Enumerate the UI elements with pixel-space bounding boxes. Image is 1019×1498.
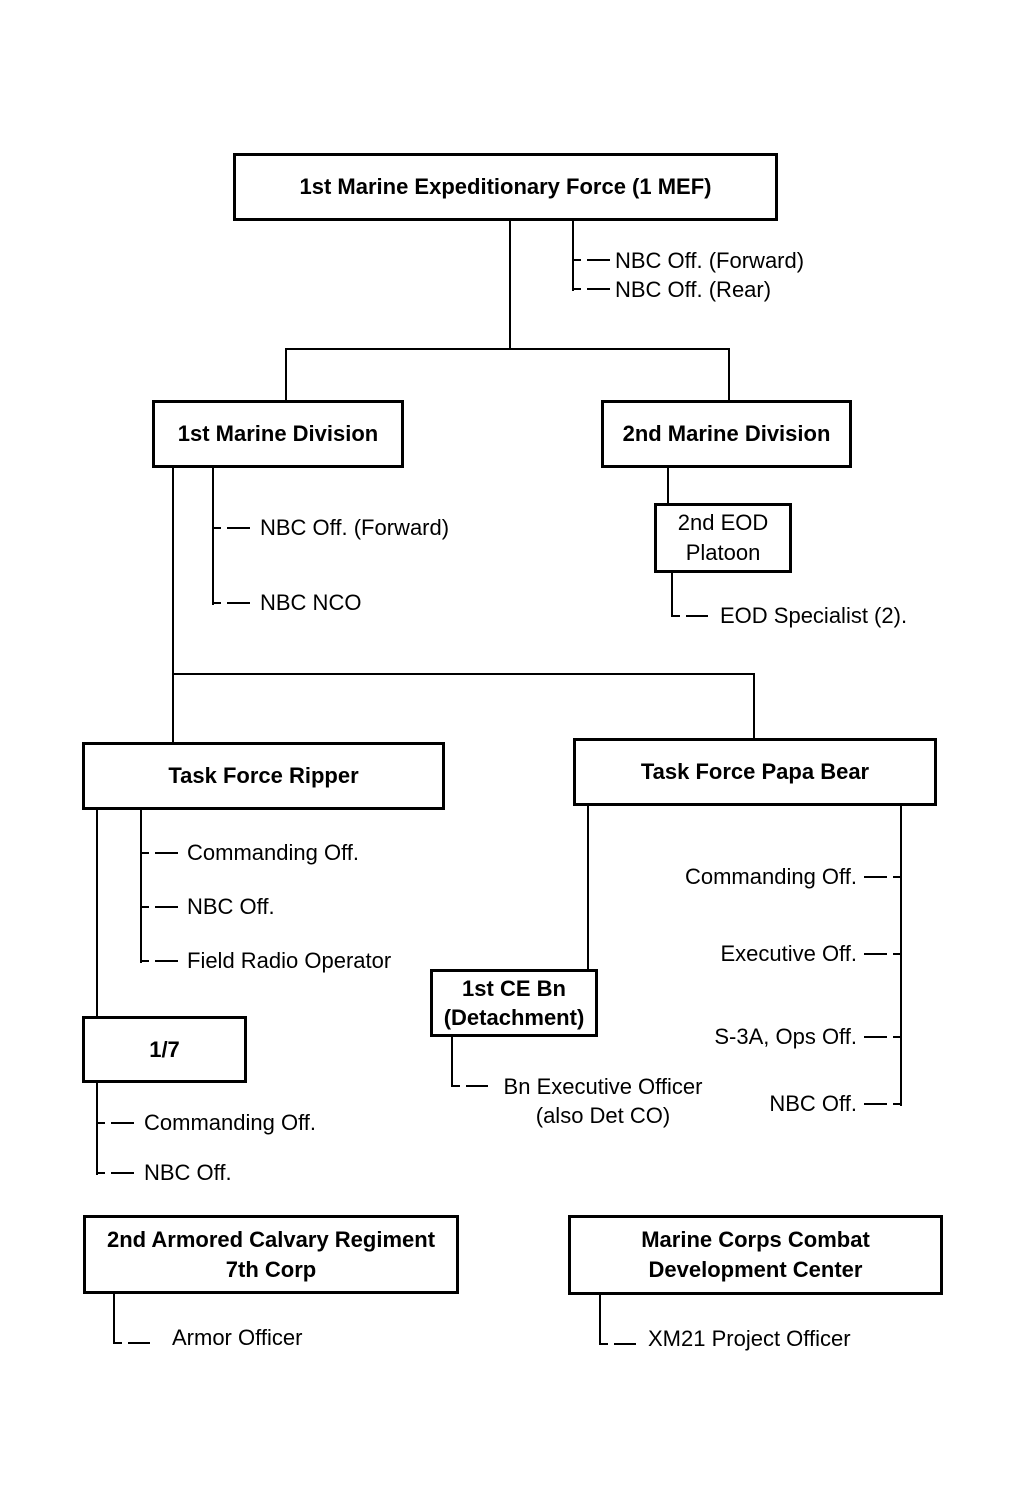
tick-papa-commanding xyxy=(864,876,901,878)
node-2nd-eod-platoon: 2nd EOD Platoon xyxy=(654,503,792,573)
tick-papa-s3a xyxy=(864,1036,901,1038)
label-div1-nbc-forward: NBC Off. (Forward) xyxy=(260,515,450,540)
tick-papa-executive xyxy=(864,953,901,955)
node-1st-ce-bn-line2: (Detachment) xyxy=(443,1005,585,1030)
tick-papa-nbc xyxy=(864,1103,901,1105)
node-task-force-papa-bear-label: Task Force Papa Bear xyxy=(640,759,870,784)
connector-div2-to-eod xyxy=(667,468,669,505)
tick-mef-nbc-rear xyxy=(573,288,610,290)
node-acr-line2: 7th Corp xyxy=(225,1256,317,1282)
connector-split-to-div1 xyxy=(285,348,287,402)
connector-split-to-papa xyxy=(753,673,755,740)
connector-split-to-div2 xyxy=(728,348,730,402)
tick-cebn-executive xyxy=(452,1085,488,1087)
tick-acr-armor xyxy=(114,1342,150,1344)
node-2nd-marine-division: 2nd Marine Division xyxy=(601,400,852,468)
connector-mef-nbc-stub xyxy=(572,221,574,291)
node-1st-marine-division: 1st Marine Division xyxy=(152,400,404,468)
label-ripper-nbc: NBC Off. xyxy=(187,894,275,919)
label-papa-commanding: Commanding Off. xyxy=(684,864,857,889)
node-2nd-eod-platoon-line1: 2nd EOD xyxy=(677,510,769,535)
connector-acr-stub xyxy=(113,1294,115,1344)
connector-17-staff-stub xyxy=(96,1083,98,1175)
node-mccdc-line2: Development Center xyxy=(648,1257,863,1282)
label-papa-s3a: S-3A, Ops Off. xyxy=(714,1024,857,1049)
node-1st-ce-bn: 1st CE Bn (Detachment) xyxy=(430,969,598,1037)
label-17-nbc: NBC Off. xyxy=(144,1160,232,1185)
label-papa-nbc: NBC Off. xyxy=(769,1091,857,1116)
tick-ripper-nbc xyxy=(141,906,178,908)
label-17-commanding: Commanding Off. xyxy=(144,1110,317,1135)
tick-17-nbc xyxy=(97,1172,134,1174)
label-mef-nbc-rear: NBC Off. (Rear) xyxy=(615,277,772,302)
label-cebn-executive-line1: Bn Executive Officer xyxy=(503,1074,703,1099)
node-1st-mef-label: 1st Marine Expeditionary Force (1 MEF) xyxy=(299,174,712,199)
node-1-7-label: 1/7 xyxy=(149,1036,180,1062)
connector-div1-to-taskforces xyxy=(172,468,174,744)
node-2nd-marine-division-label: 2nd Marine Division xyxy=(622,421,831,446)
label-cebn-executive-line2: (also Det CO) xyxy=(535,1103,671,1128)
tick-17-commanding xyxy=(97,1122,134,1124)
node-1st-ce-bn-line1: 1st CE Bn xyxy=(462,976,566,1001)
node-1st-marine-division-label: 1st Marine Division xyxy=(177,421,379,446)
connector-papa-to-cebn xyxy=(587,806,589,969)
connector-mccdc-stub xyxy=(599,1295,601,1345)
connector-eod-stub xyxy=(671,572,673,617)
connector-cebn-stub xyxy=(451,1037,453,1087)
connector-papa-staff-stub xyxy=(900,806,902,1106)
node-mccdc-line1: Marine Corps Combat xyxy=(641,1227,870,1252)
node-task-force-ripper-label: Task Force Ripper xyxy=(168,763,359,788)
node-task-force-papa-bear: Task Force Papa Bear xyxy=(573,738,937,806)
label-eod-specialist: EOD Specialist (2). xyxy=(720,603,908,628)
connector-ripper-staff-stub xyxy=(140,810,142,963)
node-2nd-armored-calvary-regiment: 2nd Armored Calvary Regiment 7th Corp xyxy=(83,1215,459,1294)
connector-div1-nbc-stub xyxy=(212,468,214,605)
label-ripper-field-radio: Field Radio Operator xyxy=(187,948,392,973)
connector-mef-main xyxy=(509,221,511,350)
label-div1-nbc-nco: NBC NCO xyxy=(260,590,362,615)
node-2nd-eod-platoon-line2: Platoon xyxy=(685,540,761,565)
label-acr-armor-officer: Armor Officer xyxy=(172,1325,303,1350)
node-marine-corps-combat-development-center: Marine Corps Combat Development Center xyxy=(568,1215,943,1295)
node-1-7: 1/7 xyxy=(82,1016,247,1083)
tick-eod-specialist xyxy=(672,615,708,617)
tick-ripper-field-radio xyxy=(141,960,178,962)
node-acr-line1: 2nd Armored Calvary Regiment xyxy=(106,1226,436,1252)
tick-div1-nbc-forward xyxy=(213,527,250,529)
node-task-force-ripper: Task Force Ripper xyxy=(82,742,445,810)
tick-ripper-commanding xyxy=(141,852,178,854)
label-ripper-commanding: Commanding Off. xyxy=(187,840,360,865)
label-papa-executive: Executive Off. xyxy=(720,941,857,966)
connector-taskforce-split xyxy=(172,673,755,675)
tick-mef-nbc-forward xyxy=(573,259,610,261)
label-cebn-executive: Bn Executive Officer (also Det CO) xyxy=(500,1072,706,1130)
tick-div1-nbc-nco xyxy=(213,602,250,604)
label-mccdc-xm21: XM21 Project Officer xyxy=(648,1326,851,1351)
label-mef-nbc-forward: NBC Off. (Forward) xyxy=(615,248,805,273)
connector-ripper-to-17 xyxy=(96,810,98,1017)
node-1st-mef: 1st Marine Expeditionary Force (1 MEF) xyxy=(233,153,778,221)
tick-mccdc-xm21 xyxy=(600,1343,636,1345)
connector-division-split xyxy=(285,348,730,350)
